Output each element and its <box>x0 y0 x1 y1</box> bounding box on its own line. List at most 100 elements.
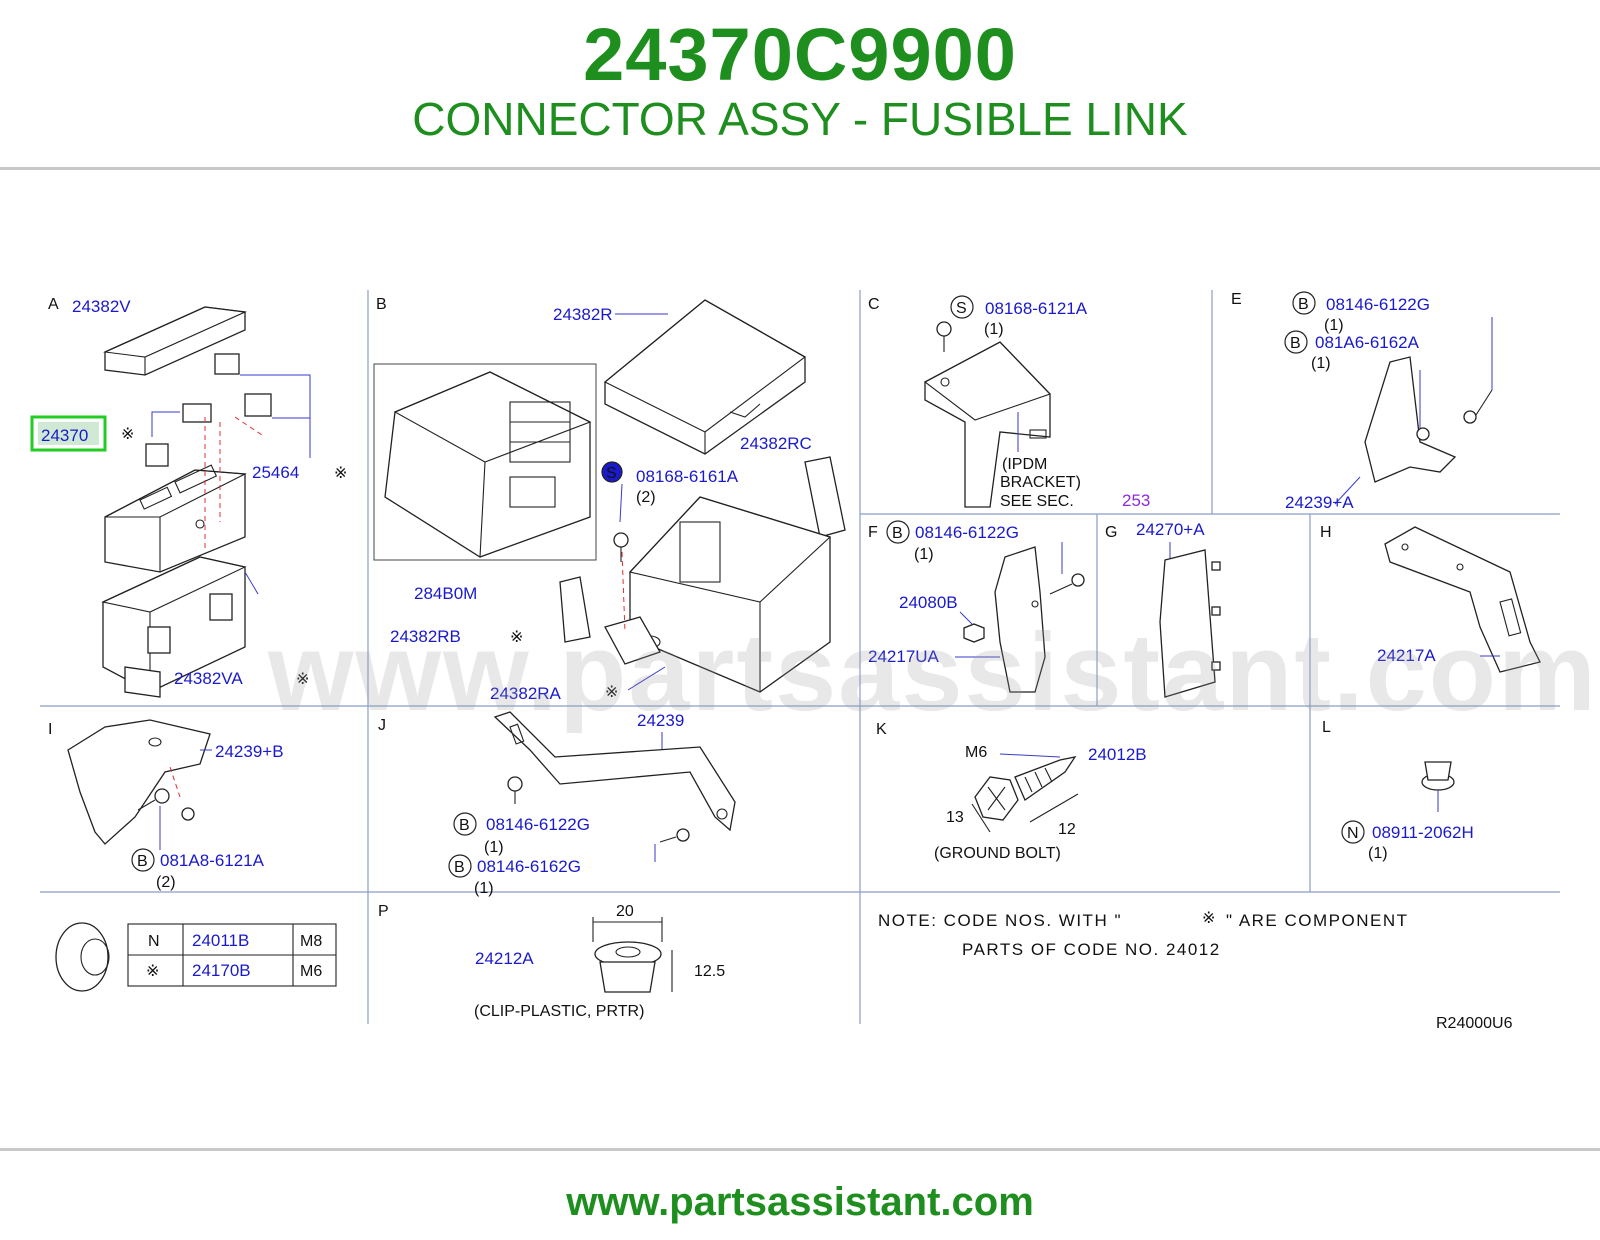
section-letter-a: A <box>48 296 59 313</box>
section-link-253[interactable]: 253 <box>1122 491 1150 510</box>
label-24382rb: 24382RB <box>390 627 461 646</box>
component-star: ※ <box>296 671 309 688</box>
section-letter-b: B <box>376 296 387 313</box>
note-block: NOTE: CODE NOS. WITH " ※ " ARE COMPONENT… <box>878 910 1513 1032</box>
section-b: B 24382R 284B0M 24382RC S 08168-6161A (2… <box>373 296 846 703</box>
screw-icon <box>936 321 952 337</box>
symbol-s: S <box>606 465 617 482</box>
label-24217a: 24217A <box>1377 646 1436 665</box>
note-line-2: PARTS OF CODE NO. 24012 <box>962 940 1221 959</box>
label-08911-2062h: 08911-2062H <box>1372 823 1474 842</box>
qty-label: (1) <box>1324 317 1344 334</box>
part-name-subtitle: CONNECTOR ASSY - FUSIBLE LINK <box>412 93 1188 145</box>
section-p: P 20 24212A 12.5 (CLIP-PLASTIC, PRTR) <box>378 903 725 1020</box>
screw-icon <box>1463 410 1477 424</box>
label-24370[interactable]: 24370 <box>41 426 88 445</box>
label-24217ua: 24217UA <box>868 647 940 666</box>
nut-row-part: 24170B <box>192 961 251 980</box>
note-line-1a: NOTE: CODE NOS. WITH " <box>878 911 1122 930</box>
symbol-b: B <box>892 525 903 542</box>
label-25464: 25464 <box>252 463 299 482</box>
relay-box-inset <box>373 363 597 561</box>
note-see-sec: SEE SEC. <box>1000 493 1074 510</box>
section-h: H 24217A <box>1320 524 1541 673</box>
cover-panel-part <box>1159 549 1216 698</box>
parts-diagram: A 24382V 24370 ※ <box>0 272 1600 1092</box>
label-24239a: 24239+A <box>1285 493 1354 512</box>
note-line-1b: " ARE COMPONENT <box>1226 911 1409 930</box>
symbol-b: B <box>137 853 148 870</box>
component-star: ※ <box>1202 910 1215 927</box>
section-f: F B 08146-6122G (1) 24080B 24217UA <box>868 520 1085 693</box>
footer-divider <box>0 1148 1600 1151</box>
symbol-s: S <box>956 300 967 317</box>
section-letter-p: P <box>378 903 389 920</box>
parts-diagram-svg: A 24382V 24370 ※ <box>0 272 1600 1092</box>
label-08146-6162g: 08146-6162G <box>477 857 581 876</box>
label-081a6-6162a: 081A6-6162A <box>1315 333 1420 352</box>
label-m6: M6 <box>965 744 987 761</box>
section-letter-c: C <box>868 296 880 313</box>
section-i: I 24239+B B 081A8-6121A (2) <box>48 719 284 891</box>
bracket-part <box>994 546 1046 693</box>
dim-12: 12 <box>1058 821 1076 838</box>
screw-icon <box>1416 427 1430 441</box>
section-letter-k: K <box>876 721 887 738</box>
label-24382ra: 24382RA <box>490 684 562 703</box>
label-24239: 24239 <box>637 711 684 730</box>
note-ground-bolt: (GROUND BOLT) <box>934 845 1061 862</box>
section-grid <box>40 290 1560 1024</box>
label-24382v: 24382V <box>72 297 131 316</box>
label-08146-6122g-f: 08146-6122G <box>915 523 1019 542</box>
label-24382va: 24382VA <box>174 669 243 688</box>
dim-20: 20 <box>616 903 634 920</box>
qty-label: (1) <box>984 321 1004 338</box>
bolt-icon <box>154 788 170 804</box>
nut-table-section: N 24011B M8 ※ 24170B M6 <box>55 922 337 992</box>
bracket-part <box>804 456 846 538</box>
label-24239b: 24239+B <box>215 742 284 761</box>
qty-label: (2) <box>156 874 176 891</box>
qty-label: (1) <box>1368 845 1388 862</box>
section-l: L N 08911-2062H (1) <box>1322 719 1474 862</box>
label-24012b: 24012B <box>1088 745 1147 764</box>
section-letter-i: I <box>48 721 52 738</box>
qty-label: (1) <box>474 880 494 897</box>
symbol-b: B <box>1290 335 1301 352</box>
watermark: www.partsassistant.com <box>267 611 1598 734</box>
bolt-icon <box>507 776 523 792</box>
symbol-b: B <box>459 817 470 834</box>
dim-12-5: 12.5 <box>694 963 725 980</box>
section-letter-e: E <box>1231 291 1242 308</box>
label-24270a: 24270+A <box>1136 520 1205 539</box>
nut-row-part: 24011B <box>192 931 249 950</box>
bracket-part <box>67 719 211 845</box>
label-284b0m: 284B0M <box>414 584 477 603</box>
qty-label: (1) <box>914 546 934 563</box>
nut-row-size: M6 <box>300 963 322 980</box>
label-08146-6122g-j: 08146-6122G <box>486 815 590 834</box>
bracket-part <box>493 711 736 832</box>
label-24212a: 24212A <box>475 949 534 968</box>
nut-icon <box>963 623 985 643</box>
section-letter-h: H <box>1320 524 1332 541</box>
screw-icon <box>1071 573 1085 587</box>
footer-website-link[interactable]: www.partsassistant.com <box>566 1180 1034 1224</box>
qty-label: (2) <box>636 489 656 506</box>
nut-row-size: M8 <box>300 933 322 950</box>
section-letter-j: J <box>378 717 386 734</box>
screw-icon <box>613 532 629 548</box>
qty-label: (1) <box>484 839 504 856</box>
section-e: E B 08146-6122G (1) B 081A6-6162A (1) 24… <box>1231 291 1493 512</box>
qty-label: (1) <box>1311 355 1331 372</box>
section-c: C S 08168-6121A (1) (IPDM BRACKET) SEE S… <box>868 295 1150 510</box>
section-a: A 24382V 24370 ※ <box>30 296 347 698</box>
note-clip-plastic: (CLIP-PLASTIC, PRTR) <box>474 1003 644 1020</box>
component-star: ※ <box>605 684 618 701</box>
dim-13: 13 <box>946 809 964 826</box>
symbol-b: B <box>454 859 465 876</box>
part-number-title: 24370C9900 <box>583 13 1017 96</box>
reference-code: R24000U6 <box>1436 1015 1513 1032</box>
nut-row-key: N <box>148 933 160 950</box>
fuse-icon <box>214 353 240 375</box>
